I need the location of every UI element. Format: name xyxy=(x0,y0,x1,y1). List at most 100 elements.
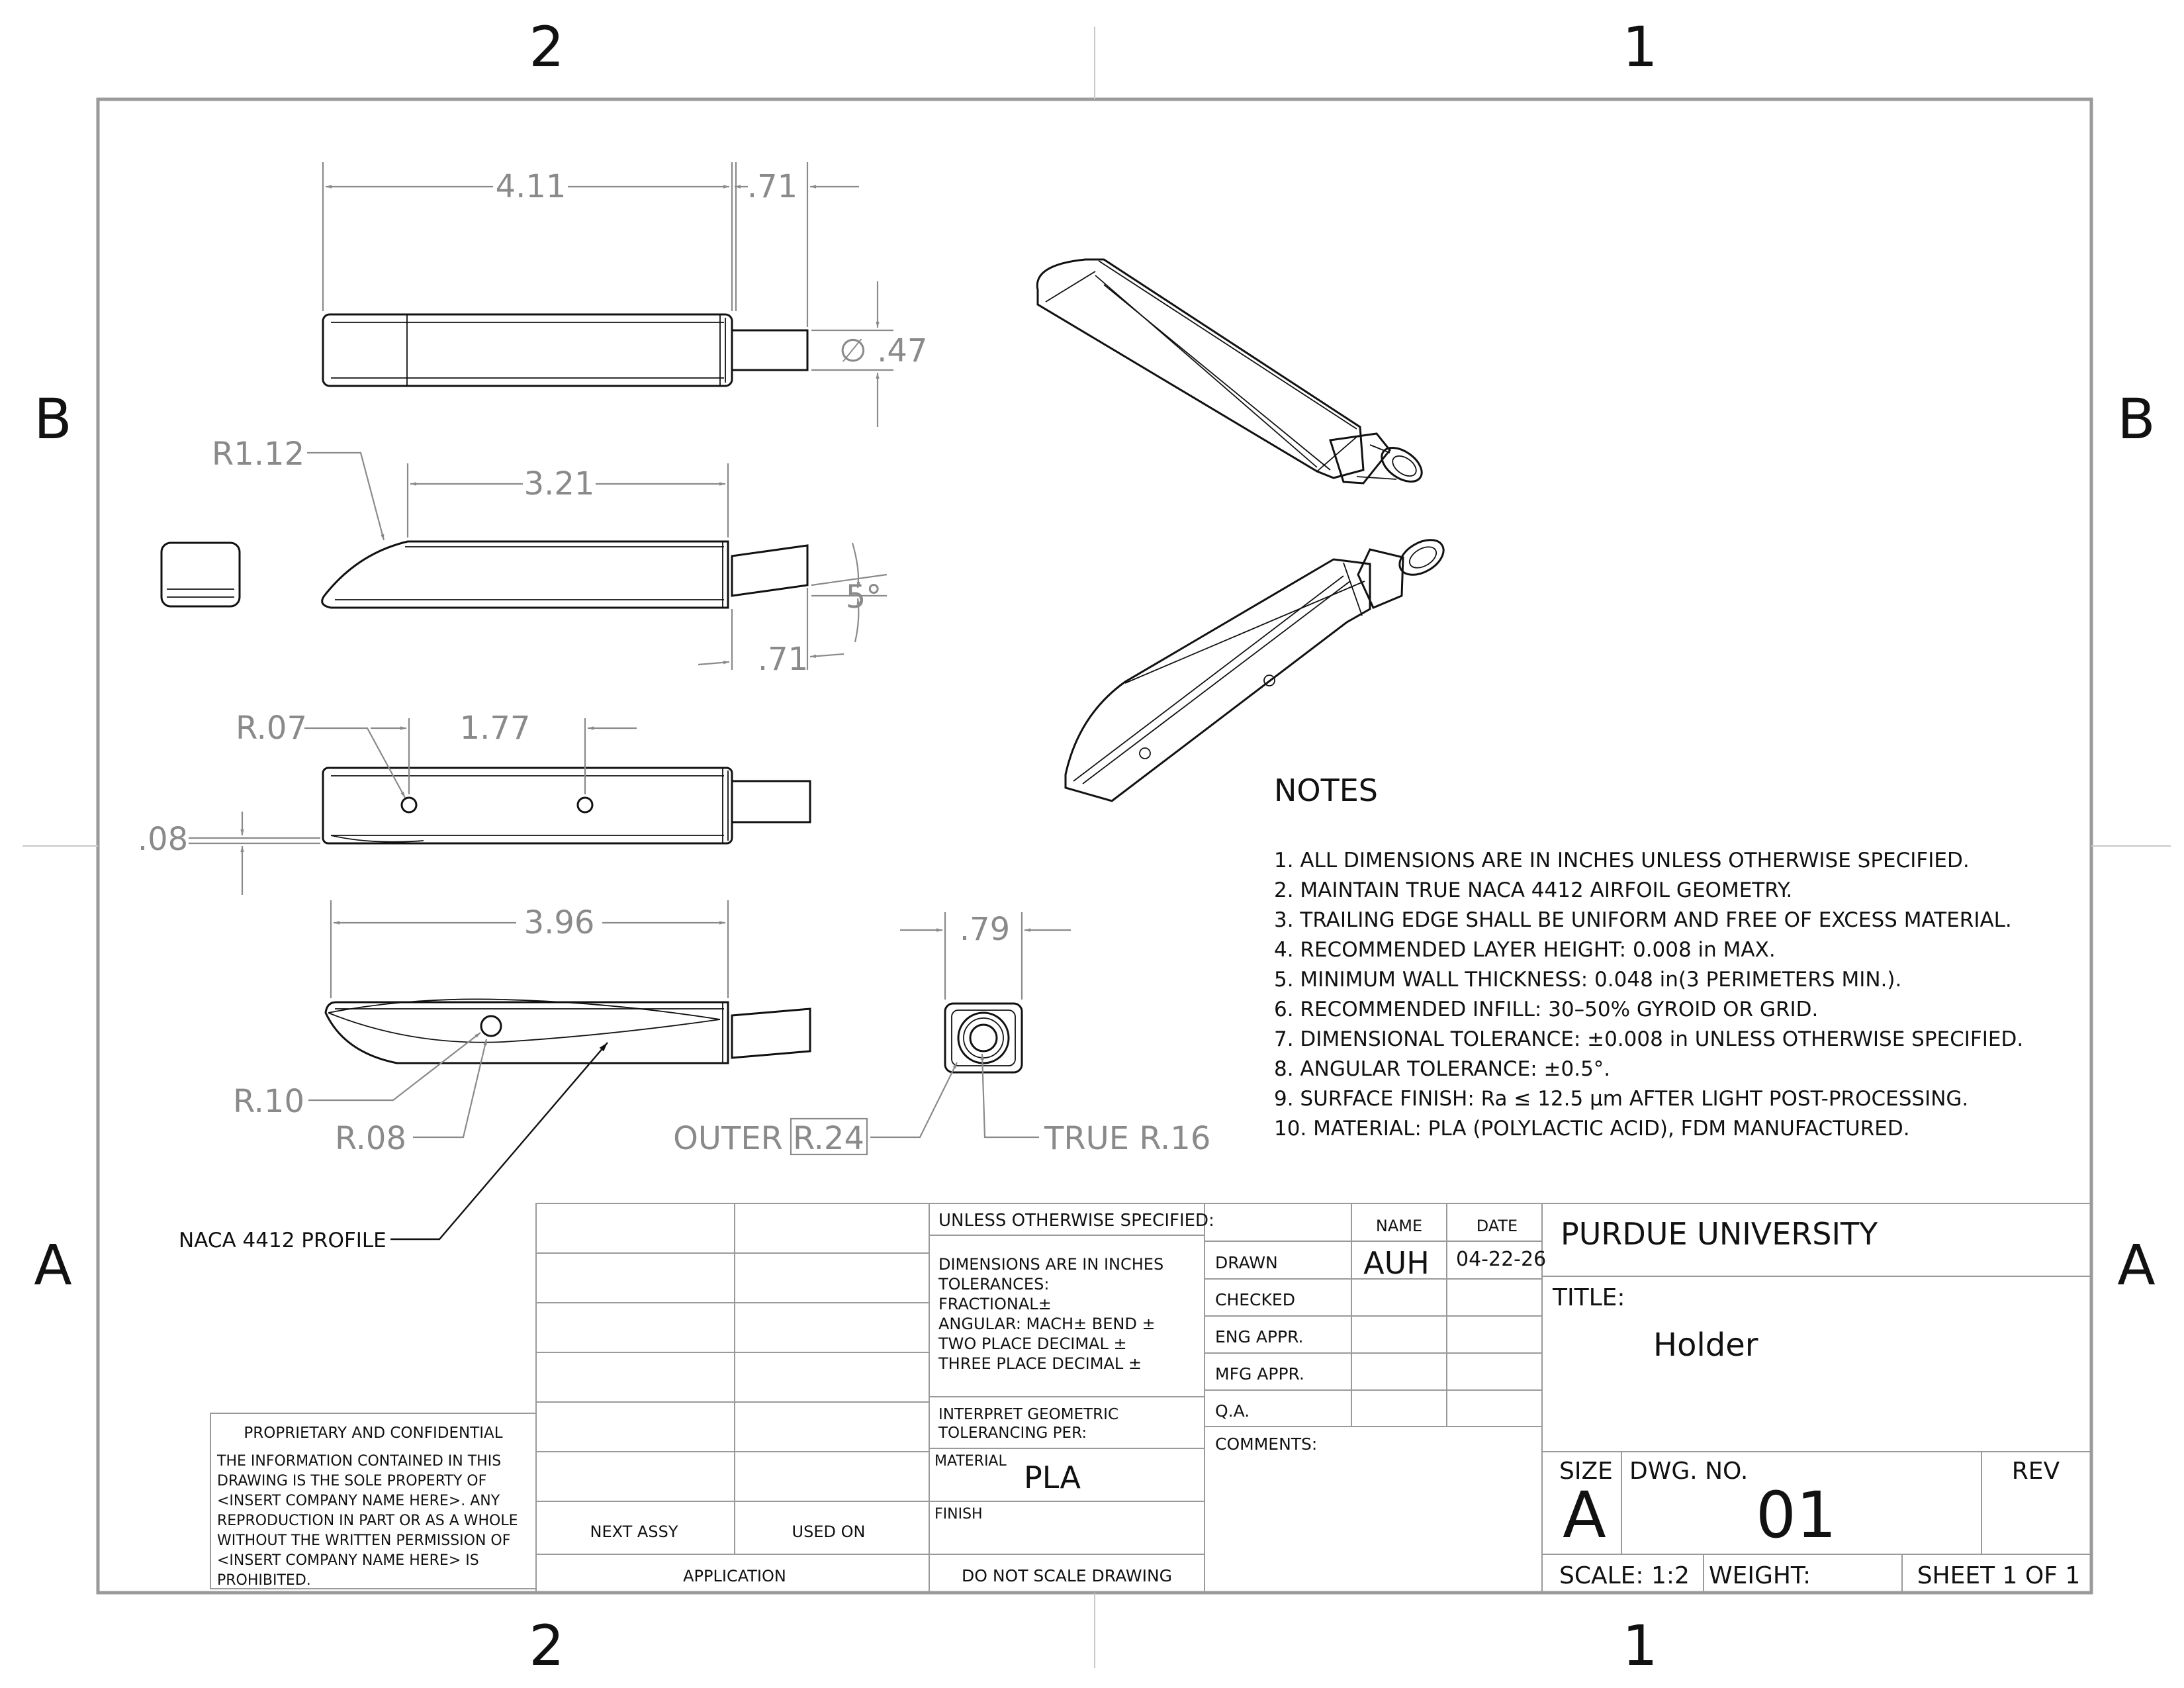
dim-side-angle: 5° xyxy=(846,579,882,616)
zone-bottom-2: 2 xyxy=(529,1613,564,1678)
side-view xyxy=(321,540,809,609)
iso-view-upper xyxy=(1036,258,1423,485)
size-value: A xyxy=(1563,1478,1606,1552)
proprietary-line: DRAWING IS THE SOLE PROPERTY OF xyxy=(217,1473,486,1489)
qa-label: Q.A. xyxy=(1215,1401,1250,1421)
tolerance-line: THREE PLACE DECIMAL ± xyxy=(938,1354,1142,1373)
dim-side-radius: R1.12 xyxy=(212,436,304,473)
title-block-grid xyxy=(210,1203,2092,1593)
end-view-dimensions xyxy=(790,912,1071,1156)
dim-holes-spacing: 1.77 xyxy=(460,710,531,747)
note-item: 4. RECOMMENDED LAYER HEIGHT: 0.008 in MA… xyxy=(1274,938,1776,962)
dim-bottom-length: 3.96 xyxy=(524,904,595,941)
section-view xyxy=(324,998,811,1064)
holes-view-dimensions xyxy=(189,718,637,895)
dwg-no-label: DWG. NO. xyxy=(1629,1458,1748,1485)
top-view xyxy=(322,313,809,387)
do-not-scale-label: DO NOT SCALE DRAWING xyxy=(962,1566,1172,1585)
sheet-label: SHEET 1 OF 1 xyxy=(1917,1562,2081,1589)
end-view xyxy=(944,1002,1023,1074)
notes-list: 1. ALL DIMENSIONS ARE IN INCHES UNLESS O… xyxy=(1274,849,2023,1141)
dim-true-radius: TRUE R.16 xyxy=(1044,1120,1210,1157)
proprietary-line: <INSERT COMPANY NAME HERE> IS xyxy=(217,1552,479,1569)
small-end-lines xyxy=(167,588,234,598)
tolerance-line: ANGULAR: MACH± BEND ± xyxy=(938,1315,1156,1333)
size-label: SIZE xyxy=(1559,1458,1613,1485)
iso-view-lower xyxy=(1064,539,1445,802)
zone-top-1: 1 xyxy=(1622,15,1657,79)
drawn-name: AUH xyxy=(1363,1245,1430,1281)
tolerance-line: DIMENSIONS ARE IN INCHES xyxy=(938,1255,1163,1274)
eng-appr-label: ENG APPR. xyxy=(1215,1327,1304,1346)
interpret-line-2: TOLERANCING PER: xyxy=(938,1425,1087,1442)
note-item: 9. SURFACE FINISH: Ra ≤ 12.5 μm AFTER LI… xyxy=(1274,1087,1968,1111)
application-label: APPLICATION xyxy=(683,1567,786,1585)
note-item: 1. ALL DIMENSIONS ARE IN INCHES UNLESS O… xyxy=(1274,849,1970,872)
section-view-dimensions xyxy=(308,900,729,1241)
note-item: 3. TRAILING EDGE SHALL BE UNIFORM AND FR… xyxy=(1274,908,2012,932)
date-header: DATE xyxy=(1477,1217,1518,1235)
proprietary-line: REPRODUCTION IN PART OR AS A WHOLE xyxy=(217,1513,518,1529)
side-view-dimensions xyxy=(307,451,887,670)
proprietary-line: PROHIBITED. xyxy=(217,1572,311,1589)
checked-label: CHECKED xyxy=(1215,1290,1295,1309)
scale-label: SCALE: 1:2 xyxy=(1559,1562,1690,1589)
dim-top-diameter: ∅ .47 xyxy=(839,332,927,369)
note-item: 5. MINIMUM WALL THICKNESS: 0.048 in(3 PE… xyxy=(1274,968,1901,992)
dim-outer-value: R.24 xyxy=(793,1120,864,1157)
rev-label: REV xyxy=(2012,1458,2060,1485)
weight-label: WEIGHT: xyxy=(1709,1562,1811,1589)
tolerance-lines: DIMENSIONS ARE IN INCHES TOLERANCES: FRA… xyxy=(938,1255,1163,1373)
dim-end-width: .79 xyxy=(960,911,1010,948)
dim-outer-label: OUTER xyxy=(673,1120,783,1157)
zone-left-b: B xyxy=(34,387,72,451)
proprietary-line: <INSERT COMPANY NAME HERE>. ANY xyxy=(217,1493,500,1509)
next-assy-label: NEXT ASSY xyxy=(590,1523,678,1541)
dim-side-length: 3.21 xyxy=(524,465,595,502)
dim-side-stub: .71 xyxy=(758,641,808,678)
note-item: 10. MATERIAL: PLA (POLYLACTIC ACID), FDM… xyxy=(1274,1117,1910,1141)
dim-offset: .08 xyxy=(138,821,188,858)
comments-label: COMMENTS: xyxy=(1215,1434,1317,1454)
dim-r08: R.08 xyxy=(335,1120,406,1157)
note-item: 6. RECOMMENDED INFILL: 30–50% GYROID OR … xyxy=(1274,998,1818,1021)
dim-r10: R.10 xyxy=(233,1083,304,1120)
proprietary-text: THE INFORMATION CONTAINED IN THIS DRAWIN… xyxy=(216,1453,518,1589)
zone-top-2: 2 xyxy=(529,15,564,79)
note-item: 7. DIMENSIONAL TOLERANCE: ±0.008 in UNLE… xyxy=(1274,1027,2023,1051)
notes-title: NOTES xyxy=(1274,773,1378,808)
zone-bottom-1: 1 xyxy=(1622,1613,1657,1678)
proprietary-line: WITHOUT THE WRITTEN PERMISSION OF xyxy=(217,1532,510,1549)
drawn-date: 04-22-26 xyxy=(1456,1248,1546,1271)
drawn-label: DRAWN xyxy=(1215,1253,1278,1272)
naca-profile-label: NACA 4412 PROFILE xyxy=(179,1229,387,1252)
note-item: 8. ANGULAR TOLERANCE: ±0.5°. xyxy=(1274,1057,1610,1081)
zone-left-a: A xyxy=(34,1233,71,1297)
proprietary-title: PROPRIETARY AND CONFIDENTIAL xyxy=(244,1425,502,1442)
end-view-small xyxy=(160,541,241,608)
mfg-appr-label: MFG APPR. xyxy=(1215,1364,1304,1383)
title-label: TITLE: xyxy=(1552,1284,1625,1311)
proprietary-line: THE INFORMATION CONTAINED IN THIS xyxy=(216,1453,501,1470)
note-item: 2. MAINTAIN TRUE NACA 4412 AIRFOIL GEOME… xyxy=(1274,878,1792,902)
tolerance-line: TOLERANCES: xyxy=(938,1275,1049,1293)
name-header: NAME xyxy=(1376,1217,1422,1235)
dim-holes-radius: R.07 xyxy=(236,710,307,747)
material-label: MATERIAL xyxy=(934,1453,1007,1470)
interpret-line-1: INTERPRET GEOMETRIC xyxy=(938,1406,1118,1423)
zone-right-a: A xyxy=(2117,1233,2155,1297)
company-name: PURDUE UNIVERSITY xyxy=(1561,1216,1878,1252)
finish-label: FINISH xyxy=(934,1506,983,1523)
used-on-label: USED ON xyxy=(792,1523,866,1541)
holes-view xyxy=(322,767,811,845)
top-view-dimensions xyxy=(322,162,893,427)
zone-right-b: B xyxy=(2117,387,2156,451)
title-value: Holder xyxy=(1653,1327,1758,1364)
material-value: PLA xyxy=(1024,1460,1081,1495)
tolerance-line: FRACTIONAL± xyxy=(938,1295,1052,1313)
dwg-no-value: 01 xyxy=(1756,1478,1837,1552)
tolerance-line: TWO PLACE DECIMAL ± xyxy=(938,1335,1127,1353)
dim-top-stub: .71 xyxy=(747,168,797,205)
dim-top-length: 4.11 xyxy=(496,168,567,205)
